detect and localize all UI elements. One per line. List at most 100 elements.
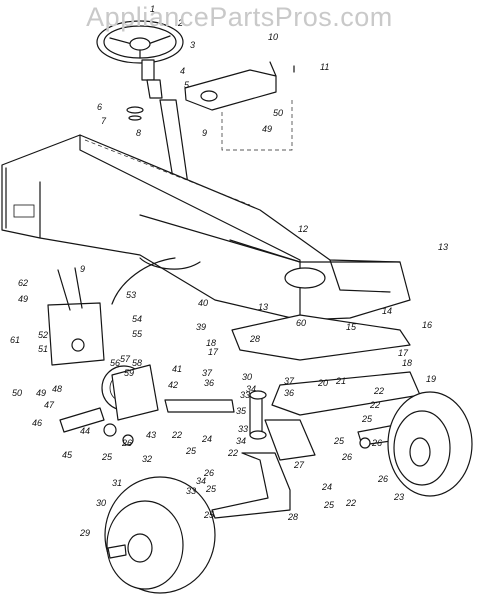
callout-41: 41 [172, 364, 182, 374]
callout-52: 52 [38, 330, 48, 340]
callout-18b: 18 [402, 358, 412, 368]
callout-31: 31 [112, 478, 122, 488]
watermark: AppliancePartsPros.com [86, 2, 393, 32]
callout-17b: 17 [398, 348, 409, 358]
callout-13: 13 [438, 242, 448, 252]
callout-60: 60 [296, 318, 306, 328]
frame [1, 134, 411, 321]
callout-19: 19 [426, 374, 436, 384]
callout-36b: 36 [284, 388, 294, 398]
callout-18: 18 [206, 338, 216, 348]
callout-5: 5 [184, 80, 190, 90]
callout-25g: 25 [203, 510, 215, 520]
callout-12: 12 [298, 224, 308, 234]
pedal-assembly [47, 267, 159, 446]
callout-6: 6 [97, 102, 102, 112]
callout-27: 27 [293, 460, 305, 470]
callout-23: 23 [393, 492, 404, 502]
callout-22d: 22 [345, 498, 356, 508]
steering-wheel [96, 20, 184, 64]
callout-4: 4 [180, 66, 185, 76]
callout-25d: 25 [361, 414, 373, 424]
callout-22c: 22 [369, 400, 380, 410]
front-axle-assembly [164, 314, 421, 519]
callout-58: 58 [132, 358, 142, 368]
callout-8: 8 [136, 128, 141, 138]
callout-9: 9 [202, 128, 207, 138]
callout-33c: 33 [186, 486, 196, 496]
callout-30b: 30 [96, 498, 106, 508]
callout-2: 2 [177, 18, 183, 28]
callout-55: 55 [132, 329, 143, 339]
callout-25c: 25 [333, 436, 345, 446]
callout-20: 20 [317, 378, 328, 388]
dash-bracket [184, 61, 295, 151]
callout-28b: 28 [287, 512, 298, 522]
callout-30: 30 [242, 372, 252, 382]
callout-13b: 13 [258, 302, 268, 312]
callout-9b: 9 [80, 264, 85, 274]
callout-26c: 26 [371, 438, 382, 448]
callout-34: 34 [246, 384, 256, 394]
callout-7: 7 [101, 116, 107, 126]
brake-cable [111, 257, 176, 305]
callout-25: 25 [101, 452, 113, 462]
callout-32: 32 [142, 454, 152, 464]
callout-37: 37 [202, 368, 213, 378]
callout-34b: 34 [236, 436, 246, 446]
callout-59: 59 [124, 368, 134, 378]
callout-62: 62 [18, 278, 28, 288]
callout-51: 51 [38, 344, 48, 354]
callout-labels: 1 2 3 4 5 6 7 8 9 10 11 50 49 12 13 9 62… [10, 4, 448, 538]
callout-22e: 22 [373, 386, 384, 396]
callout-35: 35 [236, 406, 247, 416]
callout-42: 42 [168, 380, 178, 390]
callout-37b: 37 [284, 376, 295, 386]
callout-50: 50 [273, 108, 283, 118]
callout-40: 40 [198, 298, 208, 308]
callout-49b: 49 [18, 294, 28, 304]
callout-39: 39 [196, 322, 206, 332]
callout-24b: 24 [321, 482, 332, 492]
callout-24: 24 [201, 434, 212, 444]
callout-33: 33 [240, 390, 250, 400]
callout-11: 11 [320, 62, 329, 72]
callout-28: 28 [249, 334, 260, 344]
callout-61: 61 [10, 335, 20, 345]
callout-47: 47 [44, 400, 55, 410]
callout-29: 29 [79, 528, 90, 538]
callout-25b: 25 [185, 446, 197, 456]
right-wheel [387, 391, 473, 497]
callout-22: 22 [171, 430, 182, 440]
callout-3: 3 [190, 40, 195, 50]
callout-26: 26 [121, 438, 132, 448]
callout-22b: 22 [227, 448, 238, 458]
callout-57: 57 [120, 354, 131, 364]
callout-44: 44 [80, 426, 90, 436]
callout-43: 43 [146, 430, 156, 440]
callout-26b: 26 [341, 452, 352, 462]
callout-33b: 33 [238, 424, 248, 434]
callout-25f: 25 [205, 484, 217, 494]
callout-15: 15 [346, 322, 357, 332]
callout-50b: 50 [12, 388, 22, 398]
callout-53: 53 [126, 290, 136, 300]
callout-10: 10 [268, 32, 278, 42]
callout-26d: 26 [377, 474, 388, 484]
callout-54: 54 [132, 314, 142, 324]
callout-45: 45 [62, 450, 73, 460]
callout-48: 48 [52, 384, 62, 394]
callout-46: 46 [32, 418, 42, 428]
callout-21: 21 [335, 376, 346, 386]
callout-49: 49 [262, 124, 272, 134]
left-wheel [104, 476, 216, 594]
callout-17: 17 [208, 347, 219, 357]
callout-1: 1 [150, 4, 155, 14]
callout-16: 16 [422, 320, 432, 330]
callout-14: 14 [382, 306, 392, 316]
callout-34c: 34 [196, 476, 206, 486]
callout-26e: 26 [203, 468, 214, 478]
callout-36: 36 [204, 378, 214, 388]
